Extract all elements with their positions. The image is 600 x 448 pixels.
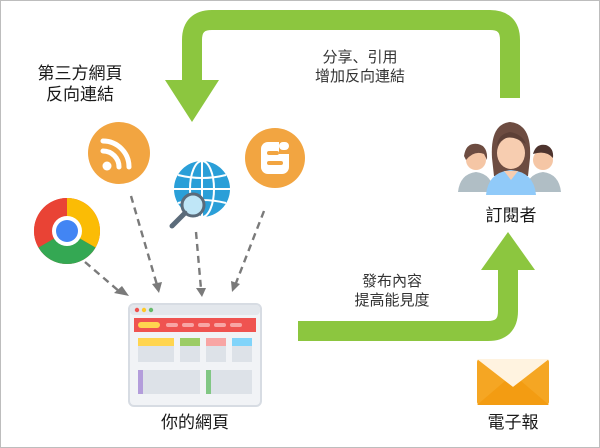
- backlinks-label: 第三方網頁 反向連結: [30, 64, 130, 107]
- subscribers-label: 訂閱者: [485, 206, 537, 226]
- share-cite-label: 分享、引用 增加反向連結: [300, 48, 420, 86]
- backlinks-line-2: 反向連結: [46, 85, 114, 106]
- share-cite-line-1: 分享、引用: [322, 48, 398, 66]
- subscribers-icon: [458, 122, 561, 195]
- chrome-icon: [33, 198, 101, 265]
- newsletter-label: 電子報: [487, 413, 539, 433]
- blogger-icon: [245, 128, 305, 188]
- browser-window-icon: [128, 303, 262, 407]
- publish-label: 發布內容 提高能見度: [340, 272, 444, 310]
- rss-icon: [88, 122, 150, 184]
- dashed-arrowheads: [114, 281, 240, 297]
- backlinks-line-1: 第三方網頁: [37, 64, 123, 84]
- envelope-icon: [477, 359, 549, 405]
- share-arrow: [165, 10, 520, 122]
- publish-line-2: 提高能見度: [354, 290, 430, 309]
- publish-arrow: [298, 232, 535, 341]
- globe-search-icon: [169, 160, 230, 229]
- dashed-connectors: [84, 195, 266, 293]
- publish-line-1: 發布內容: [361, 272, 422, 290]
- share-cite-line-2: 增加反向連結: [314, 66, 405, 85]
- your-page-label: 你的網頁: [161, 413, 229, 433]
